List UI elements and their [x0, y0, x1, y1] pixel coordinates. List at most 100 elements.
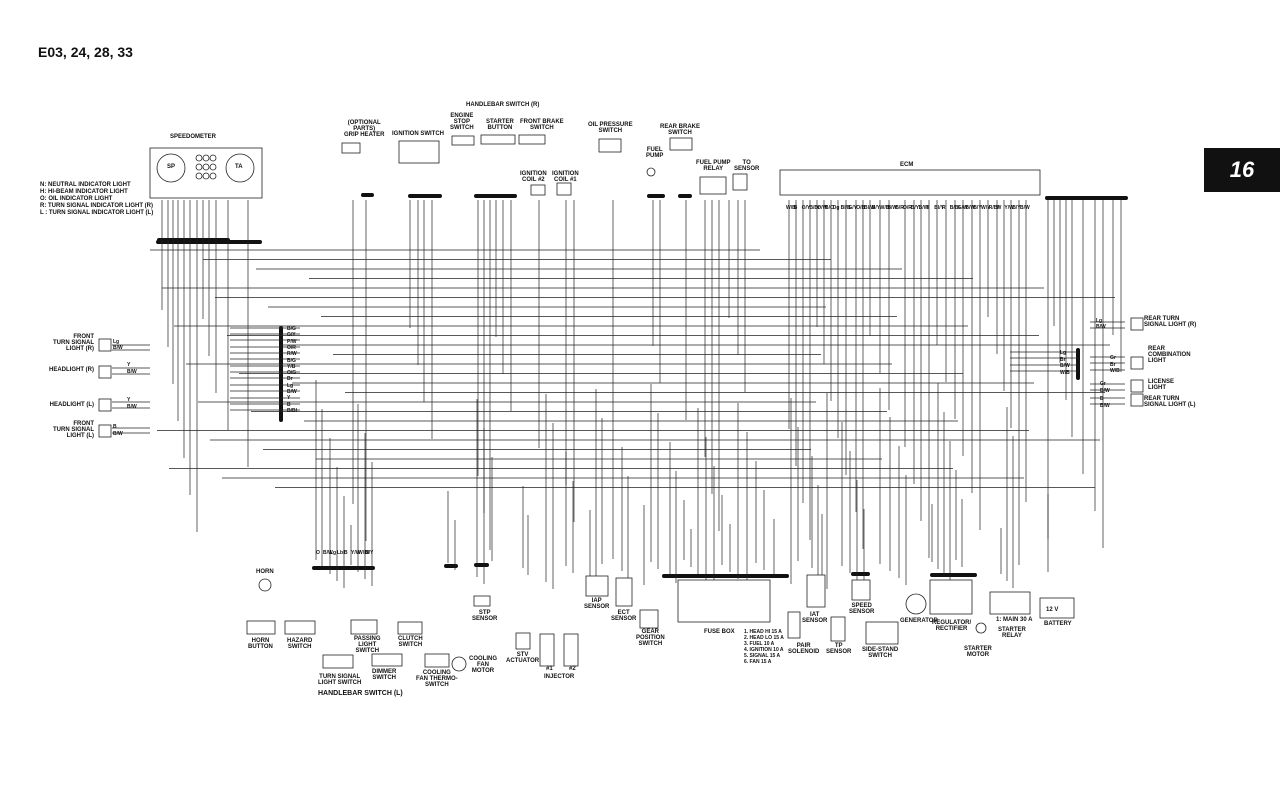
- headlight-l-label: HEADLIGHT (L): [49, 402, 94, 408]
- thermo-switch-box: [424, 653, 450, 668]
- wire-code: B/Bl: [287, 407, 297, 414]
- wire-code: B/W: [127, 369, 137, 375]
- wire-code: O/G: [287, 370, 297, 377]
- side-stand-switch-label: SIDE-STAND SWITCH: [862, 647, 899, 659]
- side-stand-switch-box: [865, 621, 899, 645]
- sp-gauge: [156, 153, 186, 183]
- legend-item: H: HI-BEAM INDICATOR LIGHT: [40, 189, 128, 195]
- wire-code: B/Y: [871, 205, 881, 211]
- model-codes: E03, 24, 28, 33: [38, 44, 133, 60]
- regulator-rectifier-label: REGULATOR/ RECTIFIER: [932, 620, 972, 632]
- hazard-switch-label: HAZARD SWITCH: [287, 638, 313, 650]
- wire-code: B/W: [323, 550, 333, 556]
- ect-sensor-box: [615, 577, 633, 607]
- passing-light-switch-label: PASSING LIGHT SWITCH: [354, 636, 381, 654]
- front-brake-switch-box: [518, 134, 546, 145]
- wire-code: B/W: [965, 205, 976, 211]
- fuse-item: 1. HEAD HI 15 A: [744, 629, 782, 635]
- oil-pressure-switch-label: OIL PRESSURE SWITCH: [588, 122, 633, 134]
- fuse-list: 1. HEAD HI 15 A 2. HEAD LO 15 A 3. FUEL …: [744, 629, 784, 665]
- ta-gauge-label: TA: [235, 164, 243, 170]
- fuel-pump-relay-box: [699, 176, 727, 195]
- ecm-box: [779, 169, 1041, 196]
- handlebar-switch-l-label: HANDLEBAR SWITCH (L): [318, 690, 403, 697]
- wire-code: Gr: [1100, 381, 1106, 387]
- legend-item: R: TURN SIGNAL INDICATOR LIGHT (R): [40, 203, 153, 209]
- rear-lamp-symbol: [1130, 356, 1144, 370]
- wire-code: B/G: [287, 326, 296, 332]
- horn-symbol: [258, 578, 272, 592]
- horn-button-box: [246, 620, 276, 635]
- grip-heater-switch: [341, 142, 361, 154]
- battery-label: BATTERY: [1044, 621, 1072, 627]
- wire-code: Lg: [330, 550, 337, 556]
- fuse-item: 3. FUEL 10 A: [744, 641, 775, 647]
- engine-stop-switch-label: ENGINE STOP SWITCH: [450, 113, 474, 131]
- battery-box: [1039, 597, 1075, 619]
- dimmer-switch-box: [371, 653, 403, 667]
- wire-code: R: [942, 205, 946, 211]
- speed-sensor-label: SPEED SENSOR: [849, 603, 875, 615]
- turn-signal-light-switch-label: TURN SIGNAL LIGHT SWITCH: [318, 674, 362, 686]
- wire-code: B/Y: [973, 205, 982, 211]
- rear-brake-switch-label: REAR BRAKE SWITCH: [660, 124, 701, 136]
- starter-relay-label: STARTER RELAY: [998, 627, 1026, 639]
- rear-lamp-symbol: [1130, 379, 1144, 393]
- regulator-box: [929, 579, 973, 615]
- legend-item: N: NEUTRAL INDICATOR LIGHT: [40, 182, 131, 188]
- wire-code: P/W: [287, 338, 297, 345]
- ignition-switch-label: IGNITION SWITCH: [392, 131, 444, 137]
- horn-label: HORN: [256, 569, 274, 575]
- front-lamp-symbol: [98, 424, 112, 438]
- rear-turn-signal-l-label: REAR TURN SIGNAL LIGHT (L): [1144, 396, 1196, 408]
- tp-sensor-box: [830, 616, 846, 642]
- iap-sensor-label: IAP SENSOR: [584, 598, 610, 610]
- front-lamp-symbol: [98, 365, 112, 379]
- fuel-pump-relay-label: FUEL PUMP RELAY: [696, 160, 731, 172]
- wire-code: B/W: [127, 404, 137, 410]
- wire-code: Br: [1110, 361, 1116, 368]
- front-lamp-symbol: [98, 338, 112, 352]
- engine-stop-switch-box: [451, 135, 475, 146]
- wire-code: Bl/B: [840, 205, 851, 211]
- wire-code: B: [793, 205, 798, 211]
- battery-voltage-label: 12 V: [1046, 607, 1059, 613]
- sp-gauge-label: SP: [167, 164, 176, 170]
- wire-code: Lg: [1060, 350, 1067, 356]
- fuse-box-label: FUSE BOX: [704, 629, 735, 635]
- front-brake-switch-label: FRONT BRAKE SWITCH: [520, 119, 564, 131]
- wire-code: Gr: [1110, 355, 1116, 361]
- injector-1-box: [539, 633, 555, 667]
- wire-code: Dg: [832, 205, 840, 211]
- wire-code: B/W: [1020, 205, 1030, 211]
- wire-code: O/W: [817, 205, 828, 211]
- indicator-lamp: [209, 154, 217, 162]
- front-lamp-symbol: [98, 398, 112, 412]
- wire-code: Y/W: [351, 550, 361, 556]
- fan-motor-symbol: [451, 656, 467, 672]
- ignition-coil-1-label: IGNITION COIL #1: [552, 171, 579, 183]
- clutch-switch-box: [397, 621, 423, 635]
- wire-code: W/B: [786, 205, 796, 211]
- wire-code: Lbl: [337, 550, 345, 556]
- wire-code: B/W: [113, 431, 123, 437]
- wire-code: B/R: [895, 205, 904, 211]
- wire-code: B/W: [1060, 363, 1070, 369]
- grip-heater-label: (OPTIONAL PARTS) GRIP HEATER: [344, 120, 385, 138]
- to-sensor-label: TO SENSOR: [734, 160, 760, 172]
- fuel-pump-symbol: [646, 167, 656, 177]
- wire-code: Lg: [1096, 318, 1103, 324]
- passing-switch-box: [350, 619, 378, 635]
- speedometer-label: SPEEDOMETER: [170, 134, 217, 140]
- wire-code: B/W: [1100, 387, 1110, 394]
- ta-gauge: [225, 153, 255, 183]
- indicator-lamp: [202, 163, 210, 171]
- wire-code: B: [1100, 396, 1104, 402]
- wire-code: O/Y: [801, 205, 811, 211]
- rear-turn-signal-r-label: REAR TURN SIGNAL LIGHT (R): [1144, 316, 1197, 328]
- tp-sensor-label: TP SENSOR: [826, 643, 852, 655]
- wire-code: G/W: [957, 205, 968, 211]
- generator-label: GENERATOR: [900, 618, 938, 624]
- wire-code: Br: [1060, 356, 1066, 363]
